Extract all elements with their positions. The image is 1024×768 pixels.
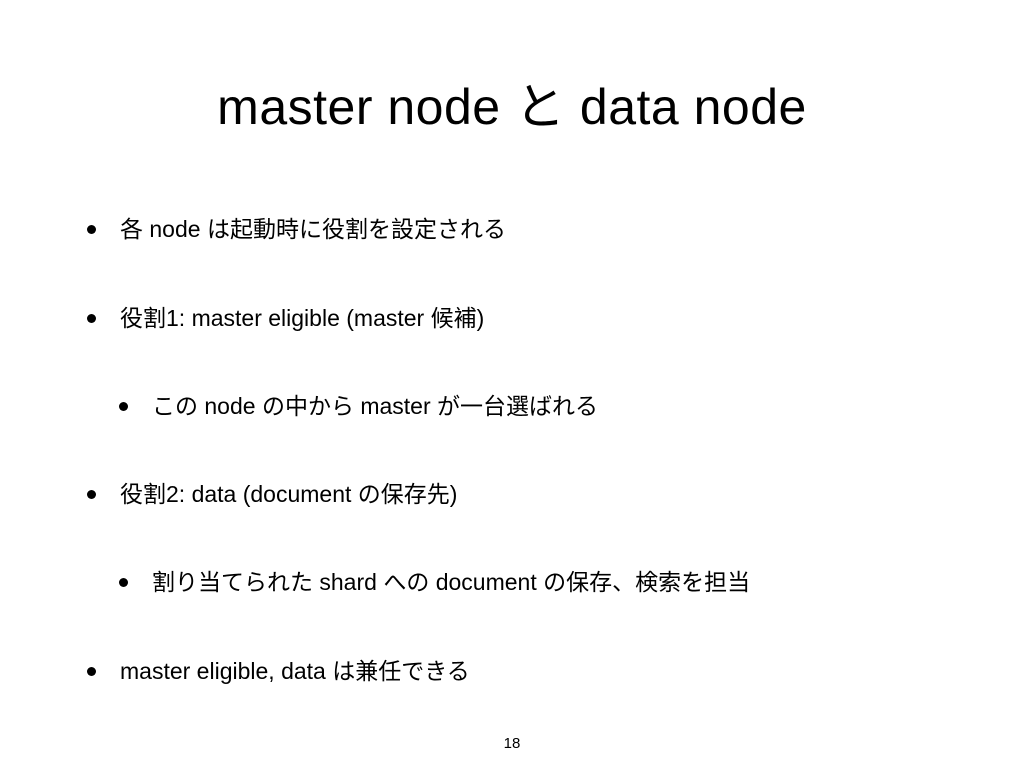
bullet-item: master eligible, data は兼任できる: [87, 655, 470, 687]
bullet-item: 各 node は起動時に役割を設定される: [87, 213, 506, 245]
page-number: 18: [503, 735, 521, 752]
bullet-text: 割り当てられた shard への document の保存、検索を担当: [152, 569, 751, 595]
bullet-dot: [87, 313, 96, 323]
bullet-text: master eligible, data は兼任できる: [120, 658, 470, 684]
bullet-text: 役割2: data (document の保存先): [120, 481, 458, 507]
bullet-text: 各 node は起動時に役割を設定される: [120, 216, 506, 242]
sub-bullet-item: この node の中から master が一台選ばれる: [119, 390, 598, 422]
bullet-text: 役割1: master eligible (master 候補): [120, 305, 485, 331]
bullet-dot: [87, 489, 96, 499]
bullet-item: 役割2: data (document の保存先): [87, 478, 457, 510]
bullet-dot: [119, 401, 128, 411]
bullet-dot: [87, 224, 96, 234]
sub-bullet-item: 割り当てられた shard への document の保存、検索を担当: [119, 566, 750, 598]
bullet-dot: [119, 577, 128, 587]
slide-title: master node と data node: [217, 78, 807, 135]
bullet-dot: [87, 666, 96, 676]
bullet-text: この node の中から master が一台選ばれる: [152, 393, 599, 419]
bullet-item: 役割1: master eligible (master 候補): [87, 302, 484, 334]
